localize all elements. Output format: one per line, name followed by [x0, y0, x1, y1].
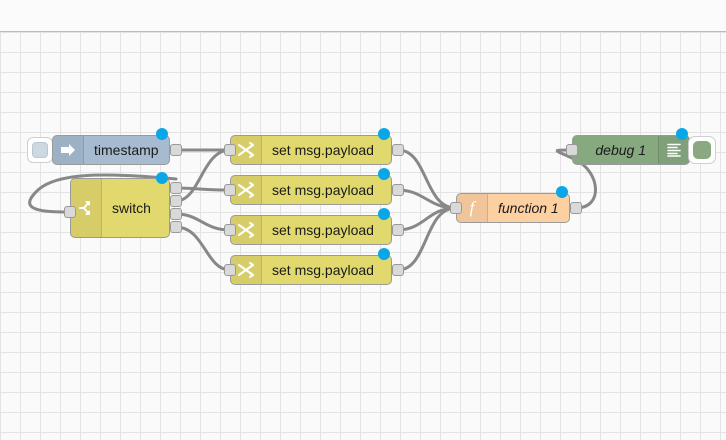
change-swap-icon [231, 136, 262, 164]
port-out-switch-1-3[interactable] [170, 221, 182, 233]
status-dot-inject-1 [156, 128, 168, 140]
wire-switch2-to-change-3 [174, 212, 232, 232]
flow-canvas[interactable]: timestamp switch [0, 32, 726, 440]
port-out-inject-1[interactable] [170, 144, 182, 156]
node-change-2[interactable]: set msg.payload [230, 175, 392, 205]
node-change-2-label: set msg.payload [272, 182, 374, 198]
wire-change-4-to-function [396, 206, 458, 272]
status-dot-change-1 [378, 128, 390, 140]
wire-switch1-to-change-1 [174, 148, 232, 203]
port-out-change-2[interactable] [392, 184, 404, 196]
inject-button-inner [32, 142, 48, 158]
node-switch-label: switch [112, 200, 151, 216]
node-debug-1[interactable]: debug 1 [572, 135, 690, 165]
node-switch[interactable]: switch [70, 178, 170, 238]
node-change-4[interactable]: set msg.payload [230, 255, 392, 285]
editor-header-strip [0, 0, 726, 32]
node-debug-1-label: debug 1 [595, 142, 646, 158]
port-out-switch-1-2[interactable] [170, 208, 182, 220]
wire-change-1-to-function [396, 148, 458, 210]
node-change-3[interactable]: set msg.payload [230, 215, 392, 245]
port-in-switch-1[interactable] [64, 206, 76, 218]
port-in-change-2[interactable] [224, 184, 236, 196]
status-dot-change-2 [378, 168, 390, 180]
wire-switch3-to-change-4 [174, 225, 232, 272]
debug-enable-button-inner [693, 141, 711, 159]
status-dot-change-4 [378, 248, 390, 260]
node-function-1-label: function 1 [498, 200, 559, 216]
port-out-change-4[interactable] [392, 264, 404, 276]
status-dot-change-3 [378, 208, 390, 220]
node-inject-timestamp[interactable]: timestamp [52, 135, 170, 165]
port-out-switch-1-0[interactable] [170, 182, 182, 194]
node-change-1[interactable]: set msg.payload [230, 135, 392, 165]
node-inject-label: timestamp [94, 142, 159, 158]
port-out-change-3[interactable] [392, 224, 404, 236]
change-swap-icon [231, 256, 262, 284]
port-in-change-1[interactable] [224, 144, 236, 156]
change-swap-icon [231, 216, 262, 244]
switch-branch-icon [71, 179, 102, 237]
svg-text:f: f [470, 198, 477, 217]
inject-arrow-icon [53, 136, 84, 164]
port-out-switch-1-1[interactable] [170, 195, 182, 207]
port-in-change-4[interactable] [224, 264, 236, 276]
status-dot-debug-1 [676, 128, 688, 140]
function-f-icon: f [457, 194, 488, 222]
debug-enable-button[interactable] [688, 136, 716, 164]
node-change-3-label: set msg.payload [272, 222, 374, 238]
node-change-1-label: set msg.payload [272, 142, 374, 158]
debug-lines-icon [658, 136, 689, 164]
port-in-debug-1[interactable] [566, 144, 578, 156]
wire-change-2-to-function [396, 188, 458, 210]
change-swap-icon [231, 176, 262, 204]
wire-switch0-to-change-2 [174, 186, 232, 192]
wire-change-3-to-function [396, 206, 458, 232]
status-dot-function-1 [556, 186, 568, 198]
inject-button[interactable] [27, 137, 53, 163]
node-function-1[interactable]: f function 1 [456, 193, 570, 223]
node-change-4-label: set msg.payload [272, 262, 374, 278]
port-in-change-3[interactable] [224, 224, 236, 236]
port-in-function-1[interactable] [450, 202, 462, 214]
port-out-change-1[interactable] [392, 144, 404, 156]
status-dot-switch-1 [156, 172, 168, 184]
port-out-function-1[interactable] [570, 202, 582, 214]
